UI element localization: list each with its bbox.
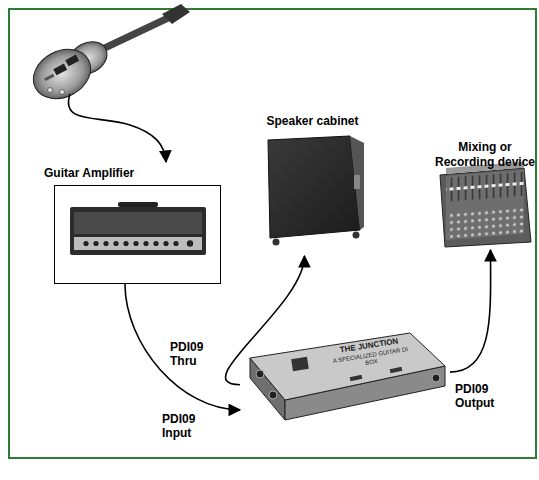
cabinet-handle (354, 175, 360, 189)
speaker-cabinet-illustration (268, 136, 364, 246)
di-box-switch (350, 375, 363, 381)
cabinet-caster (353, 232, 360, 239)
connector-label: PDI09 Output (455, 382, 501, 410)
speaker-node: Speaker cabinet (255, 114, 370, 256)
node-label: Mixing or Recording device (430, 140, 539, 170)
amp-handle (118, 202, 158, 207)
guitar-knob (48, 88, 53, 93)
di-box-jack (269, 391, 277, 399)
di-box-top-face (250, 333, 445, 400)
node-label: Speaker cabinet (255, 114, 370, 128)
di-box-jack (256, 370, 264, 378)
guitar-pickup (65, 55, 79, 67)
outer-frame (9, 9, 536, 458)
amplifier-frame (54, 185, 221, 284)
amplifier-node: Guitar Amplifier (44, 166, 224, 284)
mixer-node: Mixing or Recording device (430, 140, 539, 250)
node-label: Guitar Amplifier (44, 166, 134, 180)
guitar-knob (60, 90, 65, 95)
guitar-headstock (162, 4, 190, 24)
connector-label: PDI09 Thru (170, 340, 216, 368)
connector-label: PDI09 Input (162, 412, 208, 440)
di-box-switch (390, 367, 403, 373)
amplifier-head-illustration (70, 202, 206, 255)
guitar-cable (68, 94, 166, 162)
guitar-pickup (53, 64, 67, 76)
cabinet-caster (273, 239, 280, 246)
amp-grill (74, 212, 202, 234)
mixer-channels (446, 170, 524, 240)
amp-knobs (83, 240, 193, 246)
guitar-illustration (25, 4, 190, 162)
signal-cable (125, 284, 240, 410)
mixer-chassis (440, 168, 531, 247)
cabinet-side (350, 136, 364, 230)
signal-cable (450, 250, 491, 372)
di-box-logo (291, 357, 309, 371)
amp-cabinet (70, 207, 206, 255)
guitar-bridge (44, 74, 54, 81)
mixer-illustration (440, 162, 531, 247)
di-box-jack (432, 374, 440, 382)
guitar-body (25, 40, 100, 109)
amp-panel (74, 237, 202, 250)
di-box-node: THE JUNCTIONA SPECIALIZED GUITAR DI BOX (240, 328, 450, 433)
cabinet-front (268, 136, 360, 238)
